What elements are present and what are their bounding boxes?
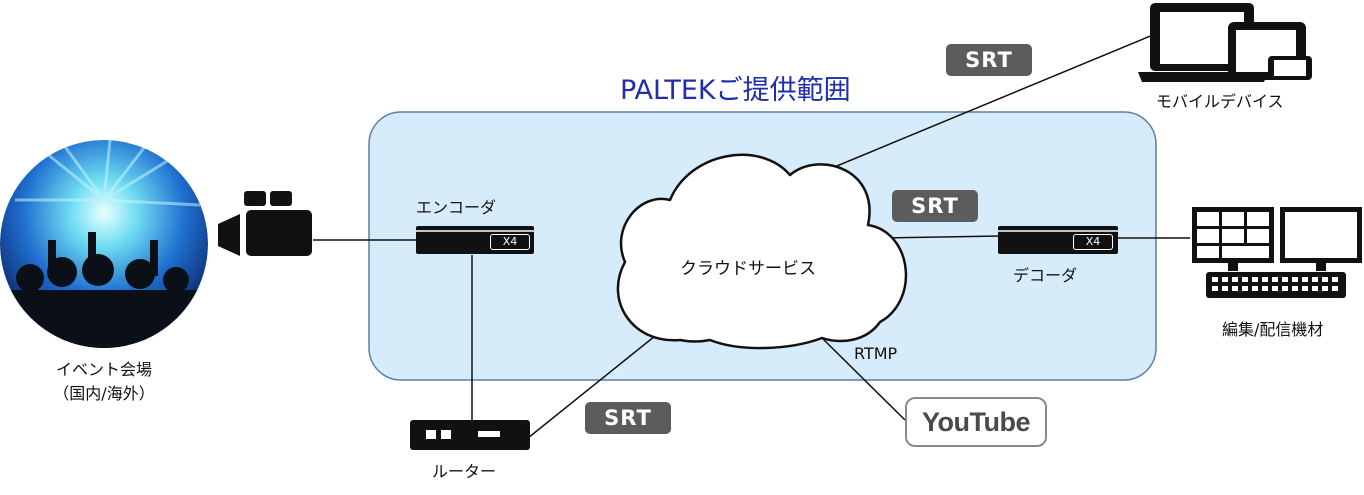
encoder-x4-mark: X4 <box>490 234 530 250</box>
youtube-logo: YouTube <box>905 397 1047 447</box>
decoder-label: デコーダ <box>1013 266 1078 285</box>
router-icon <box>410 420 530 450</box>
router-label: ルーター <box>432 462 497 481</box>
keyboard-icon <box>1206 272 1346 298</box>
connection-lines <box>313 31 1190 439</box>
venue-location-label: （国内/海外） <box>53 384 155 403</box>
encoder-device <box>416 226 534 254</box>
phone-icon <box>1268 56 1312 80</box>
encoder-label: エンコーダ <box>416 198 497 217</box>
editing-equipment-label: 編集/配信機材 <box>1222 320 1324 339</box>
paltek-scope-title: PALTEKご提供範囲 <box>620 75 851 106</box>
decoder-device <box>998 226 1118 254</box>
cloud-icon <box>616 153 908 350</box>
video-camera-icon <box>218 191 312 256</box>
rtmp-label: RTMP <box>854 344 898 363</box>
srt-badge: SRT <box>946 44 1032 76</box>
mobile-devices-label: モバイルデバイス <box>1156 92 1284 111</box>
cloud-label: クラウドサービス <box>680 259 816 279</box>
monitor-icon <box>1192 207 1274 271</box>
venue-label: イベント会場 <box>55 360 152 379</box>
concert-photo <box>0 140 208 348</box>
monitor-icon <box>1280 207 1362 271</box>
srt-badge: SRT <box>892 190 978 222</box>
decoder-x4-mark: X4 <box>1073 234 1113 250</box>
srt-badge: SRT <box>585 402 671 434</box>
